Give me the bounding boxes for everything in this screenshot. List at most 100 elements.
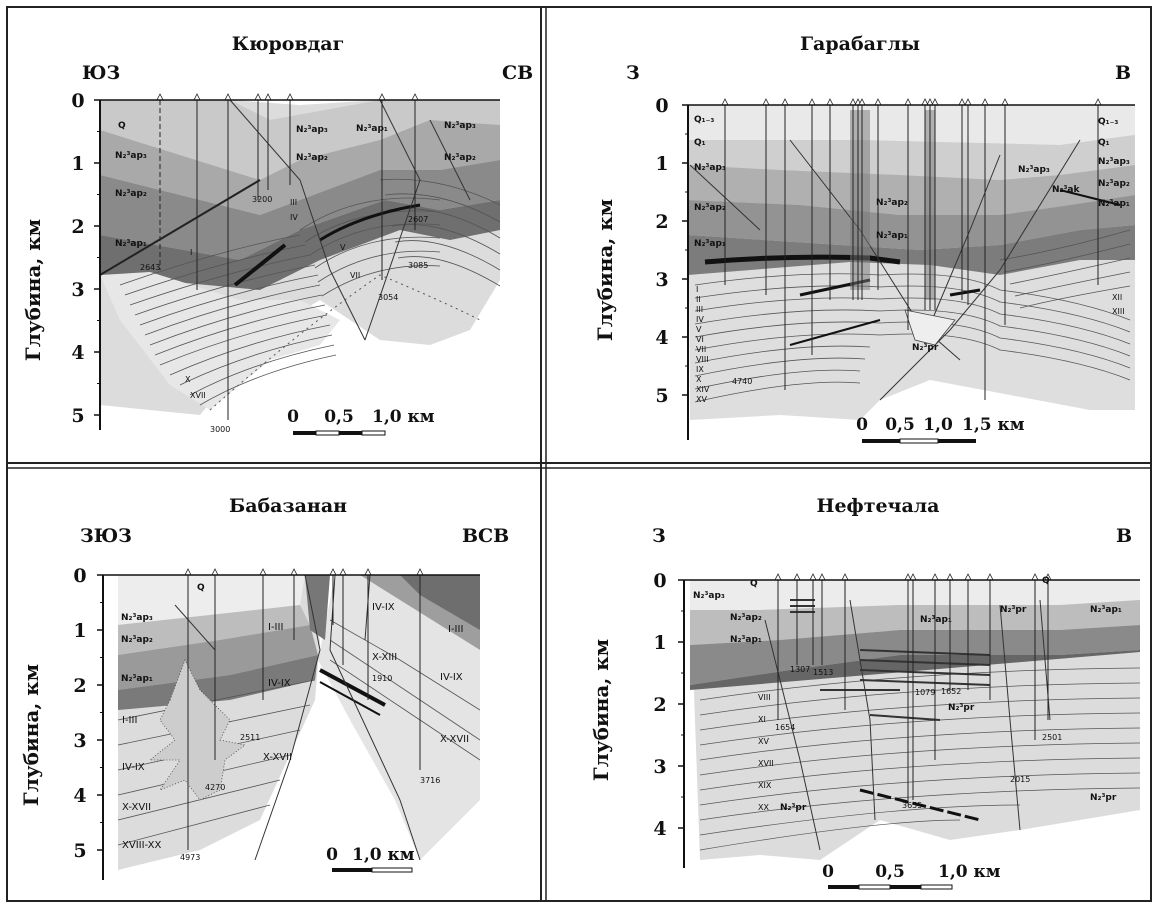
direction-left: З — [652, 525, 666, 547]
horizon-label: I-III — [448, 624, 463, 635]
horizon-label: XIII — [1112, 307, 1125, 316]
layer-label: N₂³ap₁ — [121, 674, 153, 684]
layer-label: N₂³ap₂ — [115, 189, 147, 199]
y-axis-label: Глубина, км — [21, 219, 45, 361]
layer-label: N₂³ap₂ — [876, 198, 908, 208]
well-label: 3200 — [252, 195, 272, 204]
depth-tick-label: 0 — [655, 95, 668, 117]
y-axis-label: Глубина, км — [19, 664, 43, 806]
scale-bar: 0 0,5 1,0 км — [822, 862, 1001, 890]
depth-tick-label: 0 — [73, 565, 86, 587]
depth-tick-label: 2 — [655, 211, 668, 233]
layer-label: Q₁ — [694, 138, 706, 148]
layer-label: N₂³ap₃ — [444, 121, 476, 131]
scale-label: 0,5 — [885, 415, 915, 435]
horizon-label: V — [340, 243, 346, 252]
depth-tick-label: 2 — [71, 216, 84, 238]
layer-label: N₂³ap₃ — [694, 163, 726, 173]
well-label: 4270 — [205, 783, 225, 792]
panel-neftechala: Нефтечала З В Глубина, км — [589, 495, 1141, 890]
layer-label: N₂³ap₁ — [115, 239, 147, 249]
panel-babazanan: Бабазанан ЗЮЗ ВСВ Глубина, км — [19, 495, 509, 880]
horizon-label: X — [696, 375, 702, 384]
layer-label: N₂³ap₁ — [1098, 199, 1130, 209]
panel-title: Нефтечала — [817, 495, 940, 517]
horizon-label: I — [190, 248, 192, 257]
outer-frame — [6, 6, 1152, 902]
layer-label: N₂³pr — [780, 803, 807, 813]
panel-title: Кюровдаг — [232, 33, 345, 55]
well-label: 2511 — [240, 733, 260, 742]
layer-label: N₂³pr — [1000, 605, 1027, 615]
direction-right: СВ — [502, 62, 533, 84]
depth-tick-label: 2 — [653, 694, 666, 716]
depth-tick-label: 0 — [71, 90, 84, 112]
depth-tick-label: 1 — [655, 153, 668, 175]
horizon-label: XI — [758, 715, 766, 724]
well-label: 1910 — [372, 674, 392, 683]
well-label: 4740 — [732, 377, 752, 386]
horizon-label: X-XVII — [440, 734, 469, 745]
horizon-label: IV-IX — [122, 762, 145, 773]
horizon-label: XVIII-XX — [122, 840, 162, 851]
layer-label: N₂³ap₂ — [730, 613, 762, 623]
depth-tick-label: 4 — [653, 818, 666, 840]
depth-tick-label: 0 — [653, 570, 666, 592]
layer-label: N₂³ap₂ — [121, 635, 153, 645]
well-label: 3000 — [210, 425, 230, 434]
depth-tick-label: 1 — [653, 632, 666, 654]
depth-tick-label: 4 — [655, 327, 668, 349]
layer-label: Q₁₋₃ — [694, 115, 714, 125]
horizon-label: VIII — [758, 693, 771, 702]
well-label: 1652 — [941, 687, 961, 696]
horizon-label: XIX — [758, 781, 772, 790]
horizon-label: II — [696, 295, 701, 304]
well-label: 2643 — [140, 263, 160, 272]
scale-bar: 0 0,5 1,0 км — [287, 407, 435, 436]
direction-right: В — [1115, 62, 1131, 84]
horizon-label: X-XVII — [122, 802, 151, 813]
scale-label: 0 — [822, 862, 834, 882]
well-label: 4973 — [180, 853, 200, 862]
well-label: 1079 — [915, 688, 935, 697]
depth-tick-label: 1 — [71, 153, 84, 175]
horizon-label: V — [696, 325, 702, 334]
y-axis-label: Глубина, км — [593, 199, 617, 341]
layer-label: N₂³ak — [1052, 185, 1080, 195]
scale-bar: 0 1,0 км — [326, 845, 415, 873]
scale-label: 0 — [287, 407, 299, 427]
horizon-label: I-III — [122, 715, 137, 726]
layer-label: N₂³ap₃ — [115, 151, 147, 161]
horizon-label: IV-IX — [268, 678, 291, 689]
well-label: 3655 — [902, 801, 922, 810]
layer-label: N₂³ap₂ — [296, 153, 328, 163]
horizon-label: VIII — [696, 355, 709, 364]
direction-left: ЗЮЗ — [80, 525, 132, 547]
layer-label: N₂³pr — [948, 703, 975, 713]
depth-tick-label: 3 — [73, 730, 86, 752]
horizon-label: X-XIII — [372, 652, 397, 663]
layer-label: N₂³pr — [912, 343, 939, 353]
layer-label: N₂³ap₁ — [730, 635, 762, 645]
depth-tick-label: 1 — [73, 620, 86, 642]
layer-label: N₂³ap₁ — [356, 124, 388, 134]
layer-label: Q₁ — [1098, 138, 1110, 148]
depth-tick-label: 5 — [655, 385, 668, 407]
direction-left: ЮЗ — [82, 62, 120, 84]
layer-label: N₂³ap₁ — [1090, 605, 1122, 615]
horizon-label: IX — [696, 365, 704, 374]
well-label: 2607 — [408, 215, 428, 224]
layer-label: Q — [1042, 576, 1050, 586]
horizon-label: XV — [696, 395, 707, 404]
layer-label: Q — [197, 583, 205, 593]
layer-label: N₂³ap₃ — [121, 613, 153, 623]
layer-label: N₂³ap₁ — [920, 615, 952, 625]
layer-label: N₂³ap₃ — [1098, 157, 1130, 167]
scale-label: 0,5 — [875, 862, 905, 882]
scale-label: 1,0 км — [352, 845, 415, 865]
horizon-label: XII — [1112, 293, 1122, 302]
horizon-label: XIV — [696, 385, 710, 394]
layer-label: N₂³ap₃ — [1018, 165, 1050, 175]
well-label: 3716 — [420, 776, 440, 785]
